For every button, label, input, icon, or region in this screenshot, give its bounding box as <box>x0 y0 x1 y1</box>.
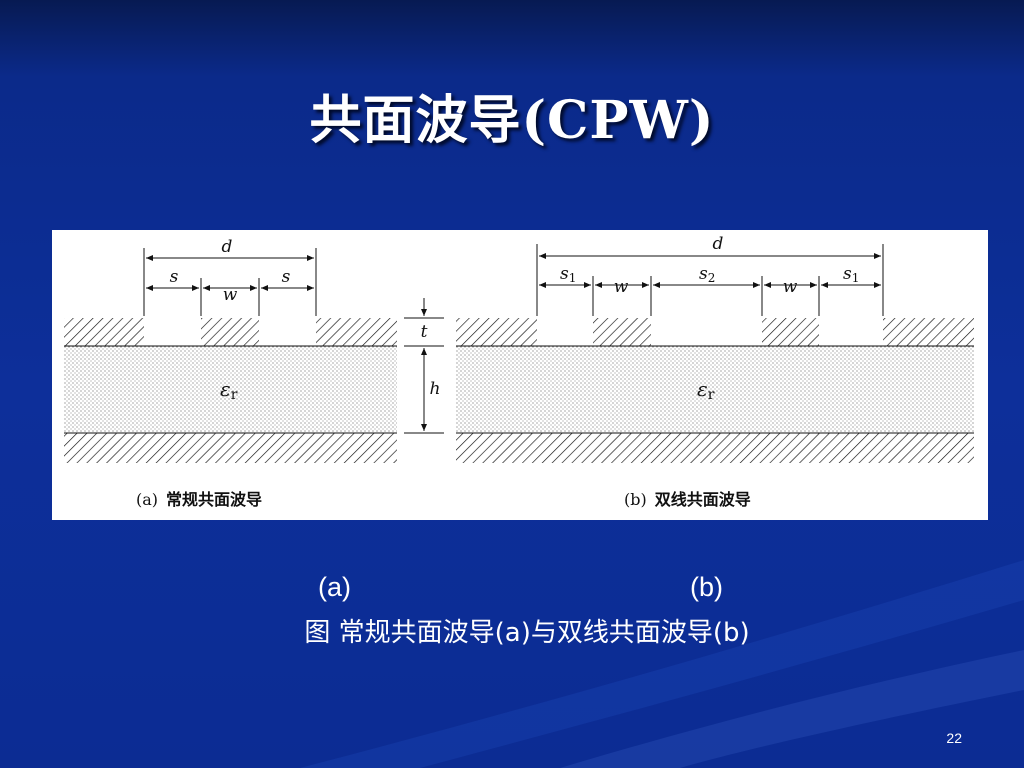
label-w-right-b: w <box>783 277 798 297</box>
label-s1-left-b: s1 <box>560 264 576 285</box>
center-strip-a <box>201 318 259 346</box>
slide-title: 共面波导(CPW) <box>309 90 715 151</box>
ground-plane-a <box>64 433 397 463</box>
label-d-b: d <box>713 234 724 254</box>
label-s1-right-b: s1 <box>843 264 859 285</box>
caption-b: (b)双线共面波导 <box>624 490 751 509</box>
cpw-diagram: d s w s εr t h (a)常规共面波导 <box>64 234 974 509</box>
sub-label-a: (a) <box>318 572 351 602</box>
caption-a: (a)常规共面波导 <box>136 490 262 509</box>
label-w-a: w <box>223 285 238 305</box>
label-t: t <box>421 322 428 342</box>
ground-strip-right-b <box>883 318 974 346</box>
ground-strip-left-b <box>456 318 537 346</box>
label-s2-b: s2 <box>699 264 715 285</box>
ground-plane-b <box>456 433 974 463</box>
sub-label-b: (b) <box>690 572 723 602</box>
ground-strip-right-a <box>316 318 397 346</box>
strip-2-b <box>762 318 819 346</box>
figure-caption: 图 常规共面波导(a)与双线共面波导(b) <box>304 618 750 648</box>
ground-strip-left-a <box>64 318 144 346</box>
label-s-right-a: s <box>282 267 291 287</box>
label-d-a: d <box>222 237 233 257</box>
label-w-left-b: w <box>614 277 629 297</box>
page-number: 22 <box>946 730 962 746</box>
panel-a: d s w s εr t h (a)常规共面波导 <box>64 237 444 509</box>
panel-b: d s1 w s2 w s1 εr (b)双线共面波导 <box>456 234 974 509</box>
label-epsilon-a: εr <box>220 377 238 403</box>
substrate-a <box>64 346 397 433</box>
strip-1-b <box>593 318 651 346</box>
label-h: h <box>430 379 441 399</box>
cpw-figure: d s w s εr t h (a)常规共面波导 <box>52 230 988 520</box>
substrate-b <box>456 346 974 433</box>
label-s-left-a: s <box>170 267 179 287</box>
label-epsilon-b: εr <box>697 377 715 403</box>
